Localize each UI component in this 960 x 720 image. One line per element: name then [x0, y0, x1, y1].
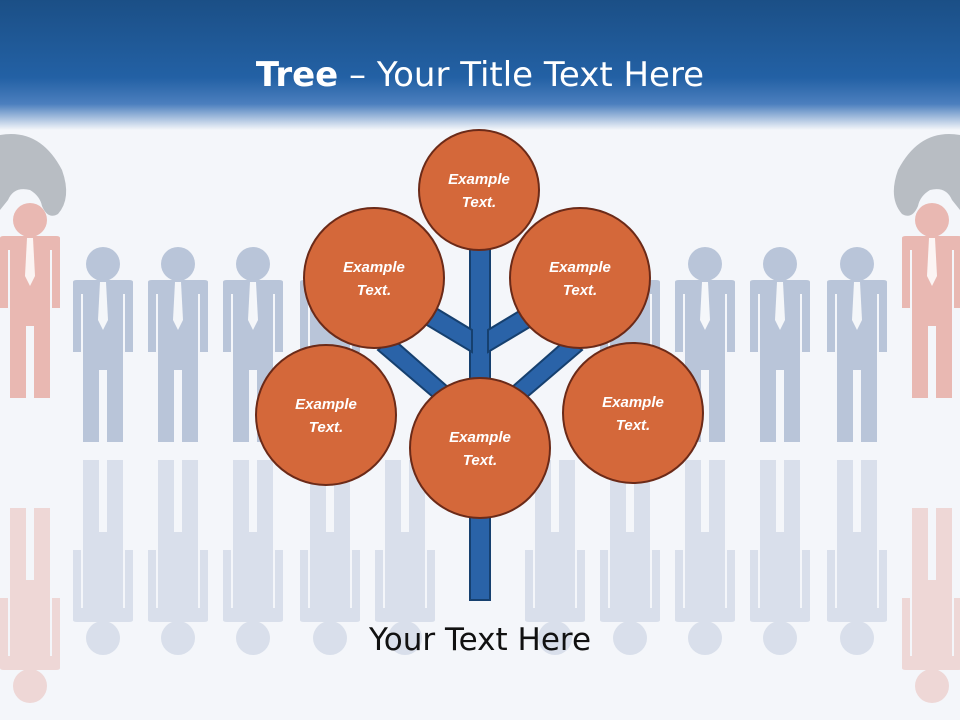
node-lower-left-label: Example Text.	[295, 396, 357, 436]
tree-nodes	[255, 129, 704, 519]
hand-icon	[0, 134, 67, 216]
node-lower-right-label: Example Text.	[602, 394, 664, 434]
node-lower-left	[255, 344, 397, 486]
hand-icon	[893, 134, 960, 216]
bottom-caption: Your Text Here	[368, 622, 592, 658]
title-bold: Tree	[255, 55, 339, 95]
title-rest: – Your Title Text Here	[338, 55, 705, 95]
slide-title: Tree – Your Title Text Here	[0, 52, 960, 98]
node-lower-right	[562, 342, 704, 484]
node-top-label: Example Text.	[448, 171, 510, 211]
node-upper-left	[303, 207, 445, 349]
node-bottom-label: Example Text.	[449, 429, 511, 469]
node-bottom	[409, 377, 551, 519]
title-banner	[0, 0, 960, 130]
node-upper-left-label: Example Text.	[343, 259, 405, 299]
node-top	[418, 129, 540, 251]
node-upper-right-label: Example Text.	[549, 259, 611, 299]
node-upper-right	[509, 207, 651, 349]
